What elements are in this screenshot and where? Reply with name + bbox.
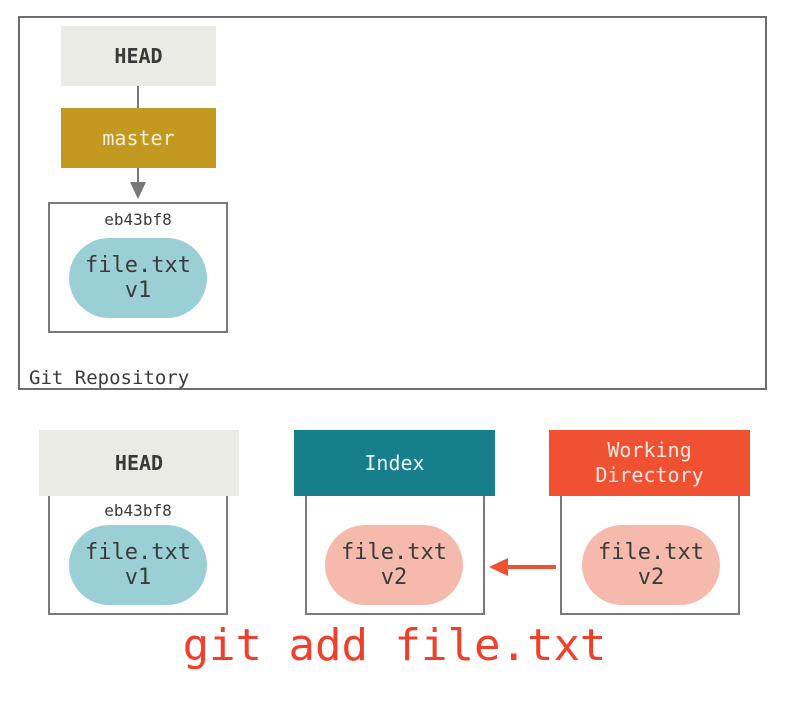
commit-file-version: v1	[124, 278, 152, 303]
head-tree-file-blob: file.txt v1	[69, 525, 207, 605]
index-tree-title: Index	[294, 430, 495, 496]
working-to-index-arrowhead	[489, 558, 508, 576]
working-file-name: file.txt	[598, 540, 704, 565]
commit-file-name: file.txt	[85, 253, 191, 278]
head-tree-file-version: v1	[124, 565, 152, 590]
head-tree-file-name: file.txt	[85, 540, 191, 565]
git-command-text: git add file.txt	[182, 620, 607, 671]
git-repository-label: Git Repository	[29, 367, 190, 389]
head-tree-title: HEAD	[39, 430, 239, 496]
commit-file-blob: file.txt v1	[69, 238, 207, 318]
master-to-commit-arrowhead	[130, 182, 146, 199]
index-file-version: v2	[380, 565, 408, 590]
index-file-name: file.txt	[341, 540, 447, 565]
working-file-version: v2	[637, 565, 665, 590]
master-branch-label: master	[61, 108, 216, 168]
git-repository-frame	[18, 16, 767, 390]
commit-hash: eb43bf8	[104, 210, 172, 229]
head-tree-hash: eb43bf8	[104, 501, 172, 520]
working-file-blob: file.txt v2	[582, 525, 720, 605]
index-file-blob: file.txt v2	[325, 525, 463, 605]
repo-head-label: HEAD	[61, 26, 216, 86]
working-tree-title: Working Directory	[549, 430, 750, 496]
